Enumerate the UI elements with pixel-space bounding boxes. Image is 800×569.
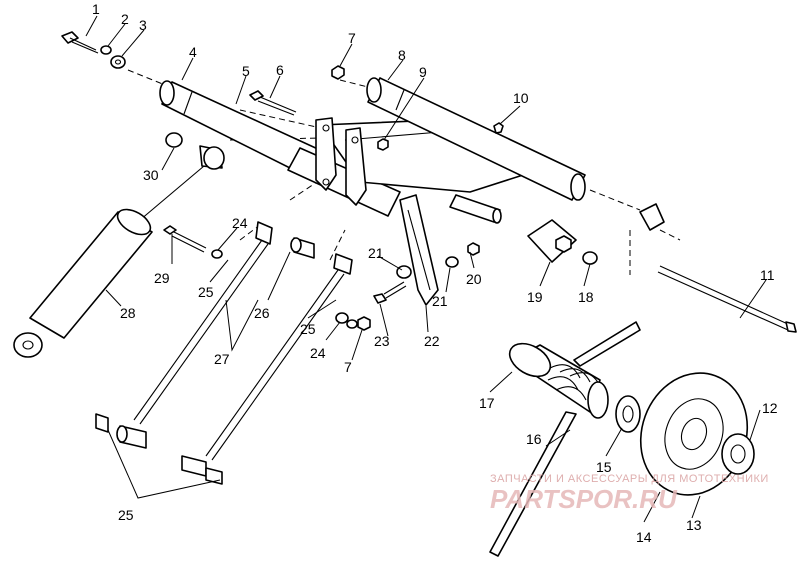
callout-label: 17 [479, 395, 495, 411]
bracket-22 [399, 194, 439, 306]
washer-25 [346, 319, 358, 329]
callout-label: 3 [139, 17, 147, 33]
callout-label: 22 [424, 333, 440, 349]
callout-label: 7 [348, 30, 356, 46]
watermark-logo-text: PARTSPOR.RU [490, 484, 678, 514]
hub-12 [721, 433, 755, 475]
axle-end [449, 194, 502, 224]
spring-17 [489, 321, 641, 557]
bolt-6 [249, 90, 297, 116]
callout-label: 5 [242, 63, 250, 79]
front-arm-tube [366, 77, 586, 201]
callout-label: 25 [300, 321, 316, 337]
callout-label: 1 [92, 1, 100, 17]
callout-label: 13 [686, 517, 702, 533]
bolt-11 [657, 265, 797, 333]
bolt-1 [61, 31, 99, 54]
callout-label: 21 [368, 245, 384, 261]
callout-label: 21 [432, 293, 448, 309]
watermark-tagline: ЗАПЧАСТИ И АКСЕССУАРЫ ДЛЯ МОТОТЕХНИКИ [490, 473, 769, 485]
mounting-plates [315, 117, 367, 206]
washer-3 [110, 55, 126, 69]
link-rod-left [133, 221, 273, 425]
washer-24-upper [211, 249, 223, 259]
callout-label: 20 [466, 271, 482, 287]
callout-label: 30 [143, 167, 159, 183]
callout-label: 11 [760, 267, 775, 283]
nut-7-lower [357, 316, 371, 331]
grease-fitting-10 [493, 122, 504, 134]
callout-label: 23 [374, 333, 390, 349]
callout-label: 19 [527, 289, 543, 305]
callout-label: 2 [121, 11, 129, 27]
callout-label: 9 [419, 64, 427, 80]
callout-label: 24 [310, 345, 326, 361]
washer-2 [100, 45, 112, 55]
leader-lines [85, 15, 767, 523]
callout-label: 7 [344, 359, 352, 375]
callout-label: 28 [120, 305, 136, 321]
bushing-26 [290, 237, 315, 259]
block-19 [527, 219, 577, 263]
callout-numbers: 1 2 3 4 5 6 7 8 9 10 30 24 11 21 20 29 2… [92, 1, 778, 545]
callout-label: 6 [276, 62, 284, 78]
callout-label: 24 [232, 215, 248, 231]
end-tab [639, 203, 665, 231]
callout-label: 12 [762, 400, 778, 416]
callout-label: 4 [189, 44, 197, 60]
nut-20 [467, 242, 480, 256]
callout-label: 27 [214, 351, 230, 367]
callout-label: 10 [513, 90, 529, 106]
shock-absorber-28 [13, 165, 205, 358]
watermark: ЗАПЧАСТИ И АКСЕССУАРЫ ДЛЯ МОТОТЕХНИКИ PA… [490, 473, 769, 514]
bolt-29 [163, 225, 207, 253]
bushings-25-lower [95, 413, 223, 485]
bolt-23 [373, 281, 407, 304]
callout-label: 26 [254, 305, 270, 321]
callout-label: 8 [398, 47, 406, 63]
washer-21-right [445, 256, 459, 268]
bushing-30 [165, 132, 183, 148]
callout-label: 16 [526, 431, 542, 447]
callout-label: 14 [636, 529, 652, 545]
shock-eye-upper [199, 145, 225, 170]
washer-18 [582, 251, 598, 265]
washer-15 [615, 395, 641, 433]
washer-24-lower [335, 312, 349, 324]
callout-label: 18 [578, 289, 594, 305]
link-rod-right [205, 253, 353, 461]
nut-7-top [331, 65, 345, 80]
callout-label: 29 [154, 270, 170, 286]
nut-9 [377, 138, 389, 151]
callout-label: 25 [118, 507, 134, 523]
callout-label: 25 [198, 284, 214, 300]
callout-label: 15 [596, 459, 612, 475]
